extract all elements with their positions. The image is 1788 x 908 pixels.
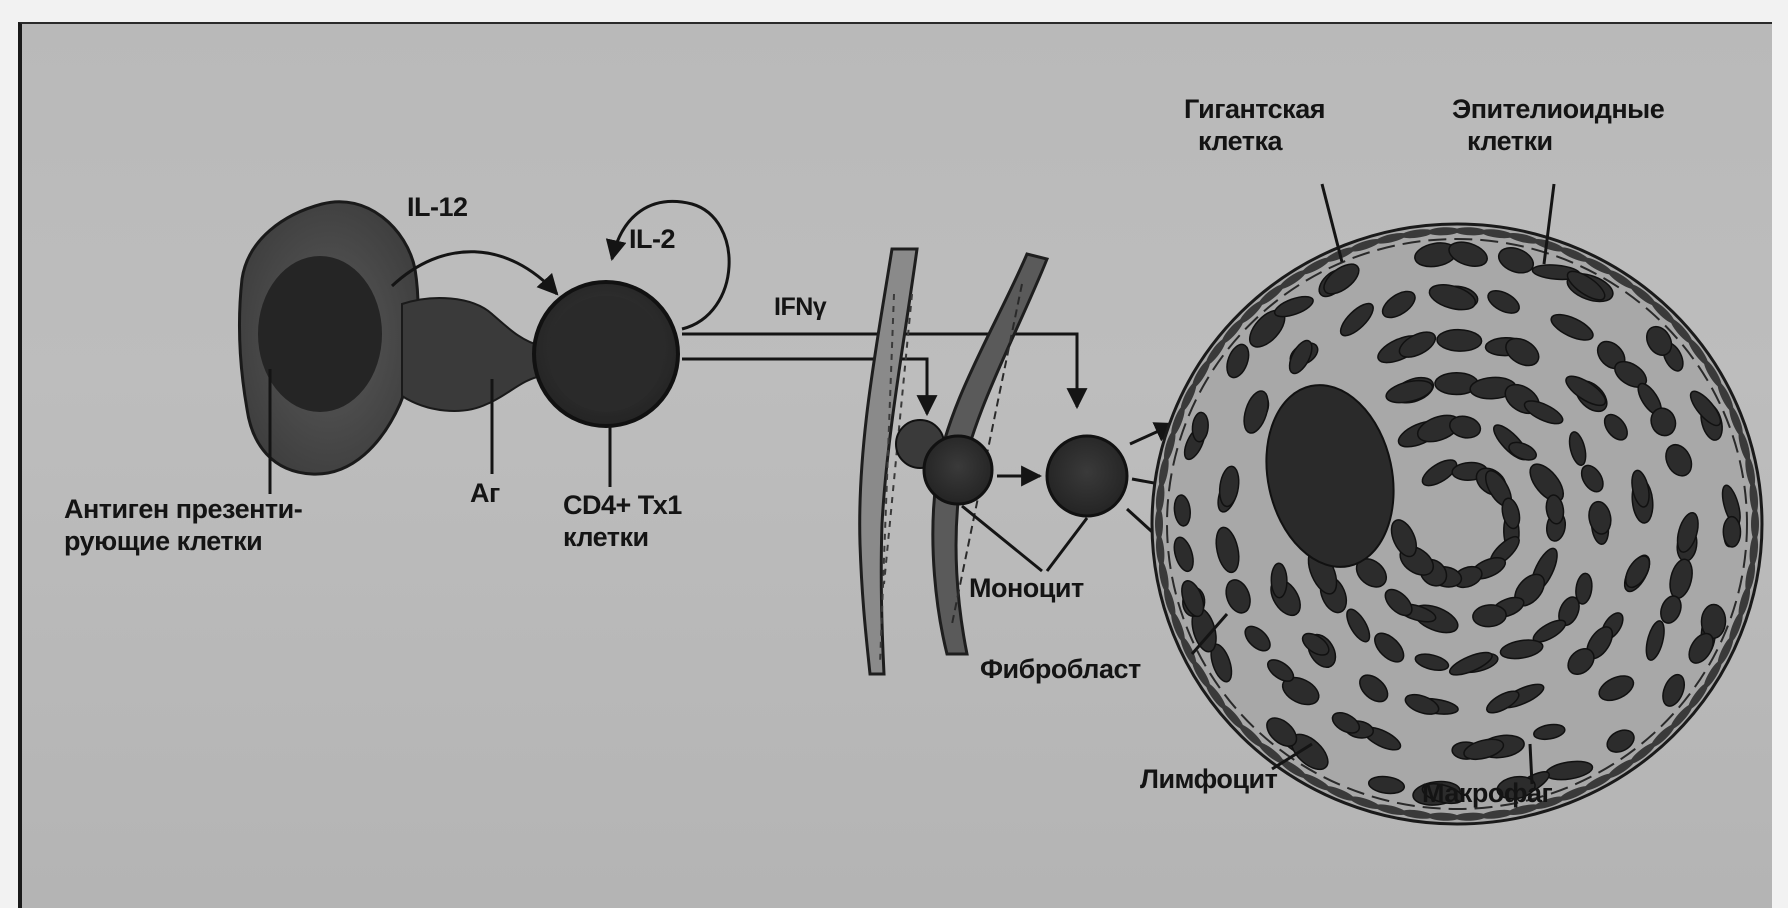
granuloma xyxy=(1152,224,1762,824)
label-apc-line1: Антиген презенти- xyxy=(64,494,302,524)
label-giant-cell-line2: клетка xyxy=(1198,126,1282,156)
label-epithelioid-line2: клетки xyxy=(1467,126,1553,156)
cd4-th1-nucleus xyxy=(548,296,664,412)
antigen-presenting-cell xyxy=(240,202,419,474)
label-il12: IL-12 xyxy=(407,192,468,222)
label-fibroblast: Фибробласт xyxy=(980,654,1141,684)
monocyte-leader-2 xyxy=(1047,518,1087,571)
label-monocyte: Моноцит xyxy=(969,573,1084,603)
epithelioid-cell xyxy=(1271,563,1287,598)
granuloma-formation-diagram xyxy=(22,24,1772,908)
label-cd4-line1: CD4+ Тх1 xyxy=(563,490,682,520)
label-macrophage: Макрофаг xyxy=(1422,778,1552,808)
monocyte-migrating xyxy=(924,436,992,504)
label-ifn-gamma: IFNγ xyxy=(774,292,826,322)
epithelioid-cell xyxy=(1437,329,1482,352)
label-epithelioid-line1: Эпителиоидные xyxy=(1452,94,1664,124)
monocyte-leader-1 xyxy=(962,506,1042,571)
label-apc-line2: рующие клетки xyxy=(64,526,262,556)
label-giant-cell-line1: Гигантская xyxy=(1184,94,1325,124)
antigen-bridge xyxy=(402,298,542,411)
diagram-panel: IL-12 IL-2 IFNγ Антиген презенти- рующие… xyxy=(18,22,1772,908)
label-il2: IL-2 xyxy=(629,224,675,254)
label-lymphocyte: Лимфоцит xyxy=(1140,764,1277,794)
monocyte-free xyxy=(1047,436,1127,516)
label-cd4-line2: клетки xyxy=(563,522,649,552)
epithelioid-cell xyxy=(1723,516,1741,547)
label-antigen: Аг xyxy=(470,478,500,508)
